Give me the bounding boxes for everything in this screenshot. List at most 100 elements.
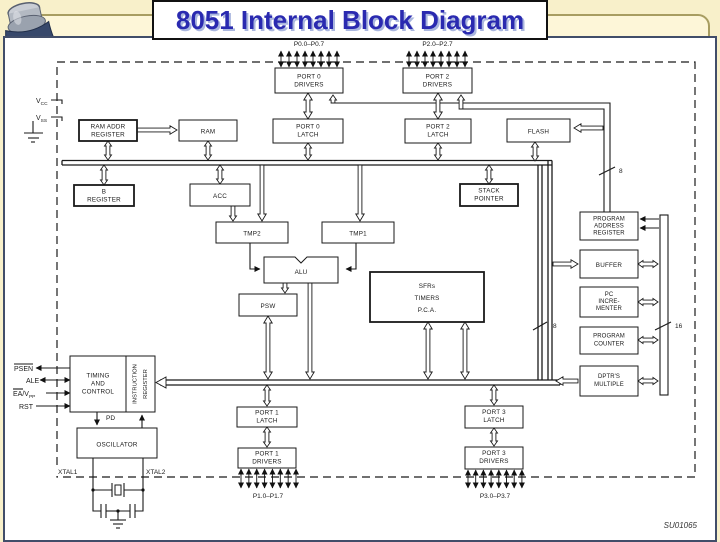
left-pin-lines [13, 99, 71, 409]
svg-text:REGISTER: REGISTER [87, 197, 121, 204]
sfr-timers-pca-box: SFRs TIMERS P.C.A. [369, 271, 485, 323]
port3-latch-box: PORT 3 LATCH [464, 405, 524, 429]
svg-text:ALU: ALU [295, 269, 308, 276]
svg-text:OSCILLATOR: OSCILLATOR [96, 442, 138, 449]
svg-text:COUNTER: COUNTER [594, 342, 625, 348]
svg-text:REGISTER: REGISTER [593, 231, 625, 237]
title-box: 8051 Internal Block Diagram [152, 0, 548, 40]
svg-text:RAM ADDR: RAM ADDR [91, 124, 126, 131]
svg-text:LATCH: LATCH [427, 132, 448, 139]
svg-text:PORT 2: PORT 2 [426, 74, 450, 81]
dptr-box: DPTR'S MULTIPLE [579, 365, 639, 397]
p3-pins-label: P3.0–P3.7 [480, 493, 511, 500]
instruction-register-box: INSTRUCTION REGISTER [125, 355, 156, 413]
pc-incrementer-box: PC INCRE- MENTER [579, 286, 639, 318]
svg-text:REGISTER: REGISTER [143, 369, 149, 399]
svg-text:PORT 0: PORT 0 [297, 74, 321, 81]
port3-drivers-box: PORT 3 DRIVERS [464, 446, 524, 470]
svg-text:PORT 3: PORT 3 [482, 409, 506, 416]
tmp1-box: TMP1 [321, 221, 395, 244]
pc-bus-width: 16 [675, 323, 683, 330]
vcc-label: VCC [36, 98, 48, 107]
port-pin-arrows [238, 50, 525, 489]
svg-text:PROGRAM: PROGRAM [593, 217, 625, 223]
port0-drivers-box: PORT 0 DRIVERS [274, 67, 344, 94]
rst-label: RST [19, 404, 34, 411]
svg-text:INCRE-: INCRE- [598, 299, 619, 305]
port1-latch-box: PORT 1 LATCH [236, 406, 298, 428]
svg-text:RAM: RAM [201, 129, 216, 136]
slide-title: 8051 Internal Block Diagram [175, 4, 525, 35]
svg-text:PORT 1: PORT 1 [255, 451, 279, 458]
svg-text:DRIVERS: DRIVERS [479, 458, 508, 465]
svg-text:MULTIPLE: MULTIPLE [594, 382, 624, 388]
svg-text:LATCH: LATCH [256, 418, 277, 425]
bus-lines [61, 102, 669, 396]
svg-text:PC: PC [605, 292, 614, 298]
tmp2-box: TMP2 [215, 221, 289, 244]
svg-text:CONTROL: CONTROL [82, 389, 114, 396]
port2-drivers-box: PORT 2 DRIVERS [402, 67, 473, 94]
svg-text:STACK: STACK [478, 188, 500, 195]
svg-text:INSTRUCTION: INSTRUCTION [133, 364, 139, 404]
svg-text:SFRs: SFRs [419, 283, 436, 290]
psen-label: PSEN [14, 366, 33, 373]
svg-text:DPTR'S: DPTR'S [598, 374, 620, 380]
vss-label: VSS [36, 115, 47, 124]
psw-box: PSW [238, 293, 298, 317]
xtal2-label: XTAL2 [146, 469, 166, 476]
flash-bus-width: 8 [619, 168, 623, 175]
ea-vpp-label: EA/VPP [13, 391, 35, 400]
port1-drivers-box: PORT 1 DRIVERS [237, 447, 297, 469]
port2-latch-box: PORT 2 LATCH [404, 118, 472, 144]
program-address-register-box: PROGRAM ADDRESS REGISTER [579, 211, 639, 241]
svg-text:TIMERS: TIMERS [415, 295, 440, 302]
svg-text:DRIVERS: DRIVERS [294, 82, 323, 89]
program-counter-box: PROGRAM COUNTER [579, 326, 639, 355]
port0-latch-box: PORT 0 LATCH [272, 118, 344, 144]
internal-thin-lines [94, 216, 659, 428]
timing-control-box: TIMING AND CONTROL [69, 355, 127, 413]
ram-addr-register-box: RAM ADDR REGISTER [78, 119, 138, 142]
stack-pointer-box: STACK POINTER [459, 183, 519, 207]
svg-text:PORT 3: PORT 3 [482, 450, 506, 457]
alu-box: ALU [263, 256, 339, 284]
svg-text:POINTER: POINTER [474, 196, 504, 203]
svg-text:ADDRESS: ADDRESS [594, 224, 624, 230]
svg-text:TMP1: TMP1 [349, 231, 367, 238]
p2-pins-label: P2.0–P2.7 [422, 41, 453, 48]
ale-label: ALE [26, 378, 40, 385]
p1-pins-label: P1.0–P1.7 [253, 493, 284, 500]
chip-boundary [56, 61, 696, 478]
acc-box: ACC [189, 183, 251, 207]
ram-box: RAM [178, 119, 238, 142]
svg-text:ACC: ACC [213, 193, 227, 200]
pd-label: PD [106, 415, 115, 422]
svg-text:PROGRAM: PROGRAM [593, 334, 625, 340]
b-register-box: B REGISTER [73, 184, 135, 207]
svg-text:BUFFER: BUFFER [596, 262, 623, 269]
svg-text:FLASH: FLASH [528, 129, 550, 136]
svg-text:LATCH: LATCH [297, 132, 318, 139]
svg-text:AND: AND [91, 381, 105, 388]
figure-number: SU01065 [664, 521, 698, 530]
svg-text:B: B [102, 189, 106, 196]
svg-text:PSW: PSW [261, 303, 276, 310]
oscillator-box: OSCILLATOR [76, 427, 158, 459]
svg-text:REGISTER: REGISTER [91, 132, 125, 139]
crystal-circuit [91, 458, 145, 529]
hollow-arrows [99, 92, 659, 448]
sfr-bus-width: 8 [553, 323, 557, 330]
buffer-box: BUFFER [579, 249, 639, 279]
xtal1-label: XTAL1 [58, 469, 78, 476]
svg-text:MENTER: MENTER [596, 306, 622, 312]
svg-text:PORT 0: PORT 0 [296, 124, 320, 131]
svg-text:TMP2: TMP2 [243, 231, 261, 238]
p0-pins-label: P0.0–P0.7 [294, 41, 325, 48]
svg-text:PORT 1: PORT 1 [255, 410, 279, 417]
svg-text:PORT 2: PORT 2 [426, 124, 450, 131]
svg-text:DRIVERS: DRIVERS [423, 82, 452, 89]
svg-text:P.C.A.: P.C.A. [418, 307, 437, 314]
bus-width-labels: 8 8 16 [553, 168, 683, 330]
